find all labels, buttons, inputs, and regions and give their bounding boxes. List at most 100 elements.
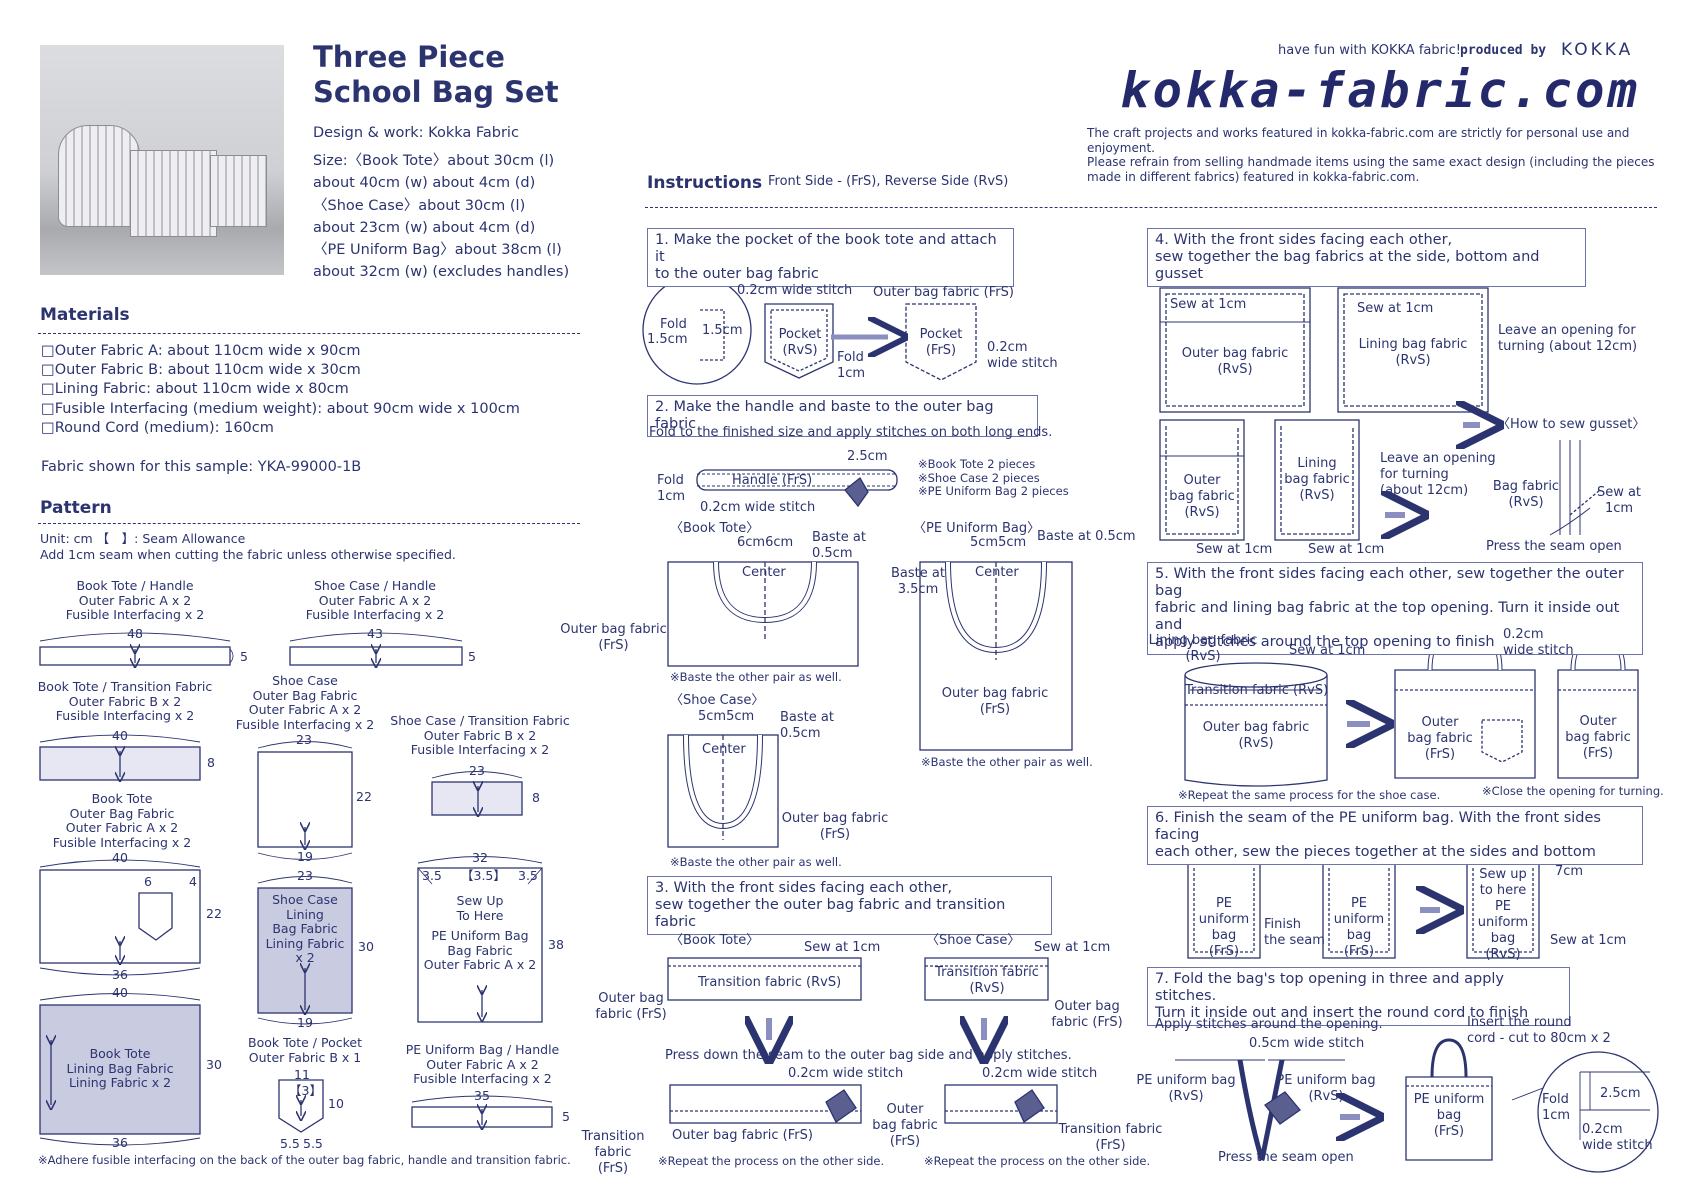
usage-notice: The craft projects and works featured in… [1087, 126, 1700, 184]
l: Fold [1542, 1092, 1569, 1107]
l: PE [1350, 896, 1368, 911]
l: Outer [1579, 714, 1617, 729]
instructions-heading: Instructions [647, 173, 763, 193]
step4-diagram [1159, 287, 1601, 541]
step3-title: 3. With the front sides facing each othe… [647, 876, 1052, 935]
step2-title: 2. Make the handle and baste to the oute… [647, 395, 1038, 437]
pattern-footnote: ※Adhere fusible interfacing on the back … [38, 1153, 571, 1167]
label: Sew at 1cm [1289, 643, 1366, 658]
step5-title: 5. With the front sides facing each othe… [1147, 562, 1643, 655]
label: Outer bag fabric (FrS) [873, 285, 1014, 300]
label-line: Outer Fabric A x 2 [426, 1056, 539, 1072]
l: PE uniform bag [1136, 1073, 1236, 1088]
l: Lining bag fabric [1148, 633, 1258, 648]
dim-label: 4 [189, 874, 197, 889]
l: (FrS) [889, 1134, 921, 1149]
label: 0.5cm wide stitch [1249, 1036, 1365, 1051]
label: Transition fabric (RvS) [1185, 683, 1329, 698]
l: 1cm [1542, 1108, 1571, 1123]
label: ※Close the opening for turning. [1482, 784, 1664, 798]
l: (FrS) [1433, 1124, 1465, 1139]
lining-label: Lining bag fabric(RvS) [1343, 337, 1483, 369]
title-line: Turn it inside out and insert the round … [1155, 1005, 1529, 1021]
l: Fold [837, 350, 864, 365]
title-line: 5. With the front sides facing each othe… [1155, 566, 1624, 599]
l: Baste at [780, 710, 834, 725]
step6-title: 6. Finish the seam of the PE uniform bag… [1147, 806, 1643, 865]
l: Outer [1421, 715, 1459, 730]
shoe-case-image [210, 155, 267, 227]
label: 2.5cm [847, 449, 888, 464]
step7-title: 7. Fold the bag's top opening in three a… [1147, 967, 1570, 1026]
l: (RvS) [1185, 649, 1221, 664]
label-line: Outer Fabric B x 2 [423, 727, 537, 743]
title-line: sew together the outer bag fabric and tr… [655, 897, 1006, 930]
label: 〈Book Tote〉 [670, 933, 760, 948]
label-line: Lining [286, 906, 324, 922]
dim-label: 35 [474, 1088, 490, 1103]
dim-label: 5.5 [280, 1136, 300, 1151]
l: Outer bag fabric [1202, 720, 1310, 735]
step3-diagram [667, 957, 1058, 1124]
dim-label: 38 [548, 937, 564, 952]
label: 〈Shoe Case〉 [926, 933, 1021, 948]
l: (FrS) [598, 638, 629, 653]
size-list: Size:〈Book Tote〉about 30cm (l) about 40c… [313, 150, 569, 284]
dim-label: 6 [144, 874, 152, 889]
l: 0.5cm [780, 726, 821, 741]
label: ※Baste the other pair as well. [670, 670, 842, 684]
website-logo: kokka-fabric.com [1120, 62, 1641, 119]
l: Lining bag fabric [1358, 337, 1468, 352]
step2-diagram [667, 469, 1073, 848]
outer-label: Outer bag fabric(FrS) [556, 622, 671, 654]
label-line: Outer Bag Fabric [252, 687, 358, 703]
l: (RvS) [1485, 947, 1521, 962]
material-item: □Lining Fabric: about 110cm wide x 80cm [41, 381, 349, 398]
title-line: each other, sew the pieces together at t… [1155, 844, 1596, 860]
step1-title: 1. Make the pocket of the book tote and … [647, 228, 1014, 287]
label: Center [702, 742, 746, 757]
sides-legend: Front Side - (FrS), Reverse Side (RvS) [768, 174, 1009, 189]
dim-label: 22 [206, 906, 222, 921]
label: Baste at 0.5cm [1037, 529, 1136, 544]
dim-label: 36 [112, 1135, 128, 1150]
size-line: about 32cm (w) (excludes handles) [313, 264, 570, 281]
label-line: Fusible Interfacing x 2 [52, 834, 192, 850]
l: Baste at [891, 566, 945, 581]
label-line: Sew Up [456, 893, 504, 908]
label: 7cm [1555, 864, 1584, 879]
handle-count-notes: ※Book Tote 2 pieces※Shoe Case 2 pieces※P… [918, 457, 1069, 499]
label-line: PE Uniform Bag [431, 928, 529, 943]
outer-label: Outer bag fabric(RvS) [1165, 346, 1305, 378]
label: 5cm5cm [698, 709, 755, 724]
pattern-heading: Pattern [40, 498, 112, 518]
trans-label: Transition fabric(FrS) [563, 1129, 663, 1177]
l: uniform [1198, 912, 1250, 927]
l: Leave an opening for [1498, 323, 1636, 338]
label-line: Outer Fabric B x 1 [248, 1049, 362, 1065]
dim-label: 40 [112, 985, 128, 1000]
l: Outer bag fabric [560, 622, 667, 637]
l: (FrS) [819, 827, 851, 842]
l: (RvS) [1308, 1089, 1344, 1104]
dim-label: 5 [240, 649, 248, 664]
l: (RvS) [1508, 495, 1544, 510]
label: Fold [660, 317, 687, 332]
label-line: Book Tote / Pocket [248, 1035, 362, 1050]
label: 0.2cm wide stitch [788, 1066, 904, 1081]
dim-label: 3.5 [422, 868, 442, 883]
label: 6cm6cm [737, 535, 794, 550]
title-line: 4. With the front sides facing each othe… [1155, 232, 1453, 248]
l: Insert the round [1467, 1015, 1572, 1030]
label: Outer bag fabric (FrS) [672, 1128, 813, 1143]
l: Baste at [812, 530, 866, 545]
